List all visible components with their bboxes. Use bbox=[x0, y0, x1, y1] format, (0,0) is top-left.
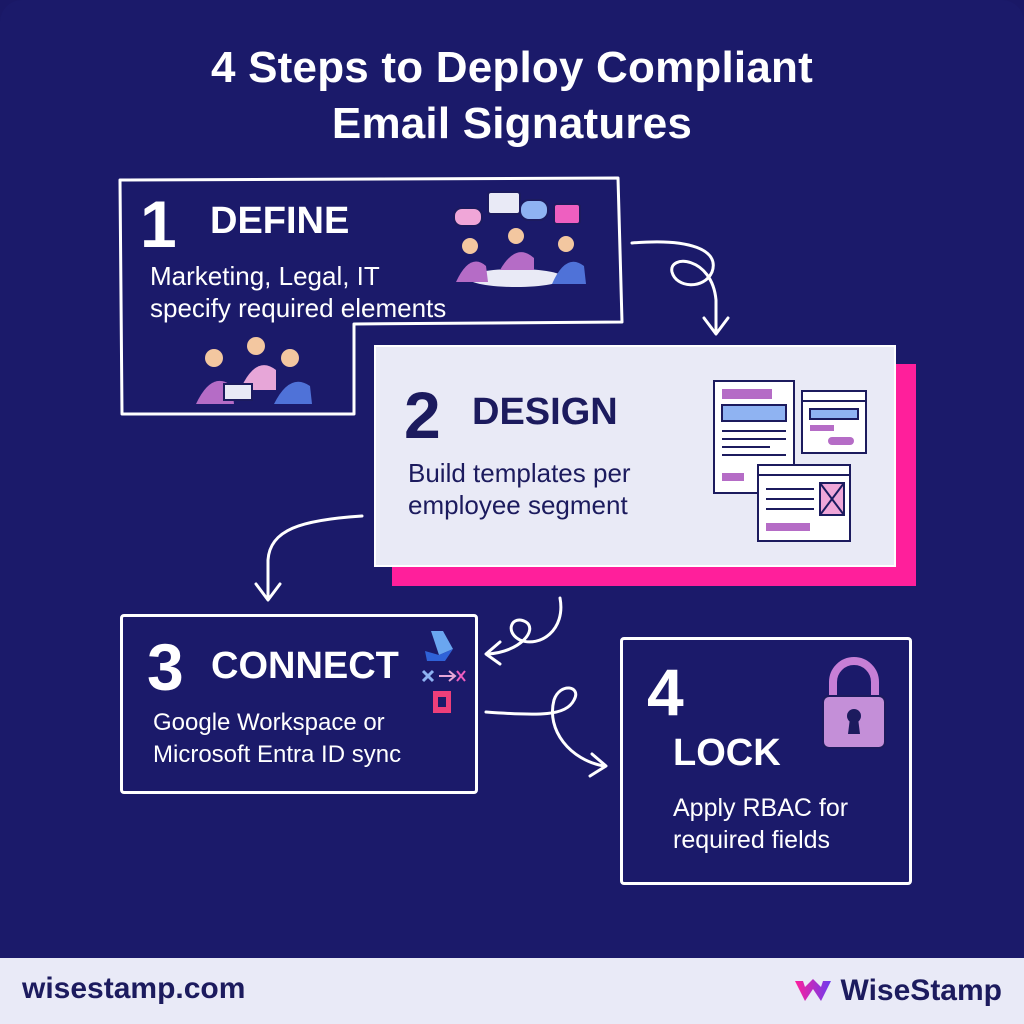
step-2-desc-line-1: Build templates per bbox=[408, 458, 631, 488]
step-card-design: 2 DESIGN Build templates per employee se… bbox=[374, 345, 896, 567]
step-4-desc-line-1: Apply RBAC for bbox=[673, 794, 849, 822]
arrow-2-to-3-loop bbox=[484, 596, 563, 666]
step-4-description: Apply RBAC for required fields bbox=[673, 792, 848, 856]
template-layouts-icon bbox=[713, 380, 867, 542]
step-2-heading: DESIGN bbox=[472, 391, 618, 433]
step-4-desc-line-2: required fields bbox=[673, 826, 831, 854]
arrow-1-to-2 bbox=[630, 240, 730, 336]
title-line-1: 4 Steps to Deploy Compliant bbox=[211, 43, 813, 92]
step-3-description: Google Workspace or Microsoft Entra ID s… bbox=[153, 707, 401, 771]
arrow-2-to-3 bbox=[254, 514, 364, 602]
step-1-desc-line-2: specify required elements bbox=[150, 293, 447, 323]
team-discussion-icon bbox=[453, 191, 586, 287]
integration-logos-icon bbox=[421, 631, 466, 713]
step-2-description: Build templates per employee segment bbox=[408, 457, 631, 521]
step-3-desc-line-1: Google Workspace or bbox=[153, 709, 385, 736]
step-3-heading: CONNECT bbox=[211, 645, 399, 687]
step-3-desc-line-2: Microsoft Entra ID sync bbox=[153, 741, 402, 768]
brand-name: WiseStamp bbox=[840, 974, 1002, 1007]
title-line-2: Email Signatures bbox=[331, 99, 693, 148]
step-1-heading: DEFINE bbox=[210, 200, 350, 242]
padlock-icon bbox=[822, 657, 886, 749]
flow-arrows bbox=[254, 240, 730, 778]
step-2-desc-line-2: employee segment bbox=[408, 490, 628, 520]
step-1-description: Marketing, Legal, IT specify required el… bbox=[150, 260, 446, 324]
footer: wisestamp.com WiseStamp bbox=[0, 958, 1024, 1024]
team-laptop-icon bbox=[196, 337, 312, 404]
footer-url[interactable]: wisestamp.com bbox=[22, 972, 246, 1005]
step-2-number: 2 bbox=[404, 378, 441, 452]
step-card-connect: 3 CONNECT Google Workspace or Microsoft … bbox=[120, 614, 478, 794]
step-4-heading: LOCK bbox=[673, 732, 781, 774]
page-title: 4 Steps to Deploy Compliant Email Signat… bbox=[0, 40, 1024, 152]
step-1-number: 1 bbox=[140, 187, 177, 261]
brand-logo: WiseStamp bbox=[793, 972, 1002, 1010]
step-1-outline bbox=[118, 176, 624, 416]
step-4-number: 4 bbox=[647, 655, 684, 729]
step-3-number: 3 bbox=[147, 630, 184, 704]
step-1-desc-line-1: Marketing, Legal, IT bbox=[150, 261, 380, 291]
wisestamp-logo-icon bbox=[794, 979, 831, 1001]
step-card-lock: 4 LOCK Apply RBAC for required fields bbox=[620, 637, 912, 885]
arrow-3-to-4 bbox=[484, 686, 608, 778]
